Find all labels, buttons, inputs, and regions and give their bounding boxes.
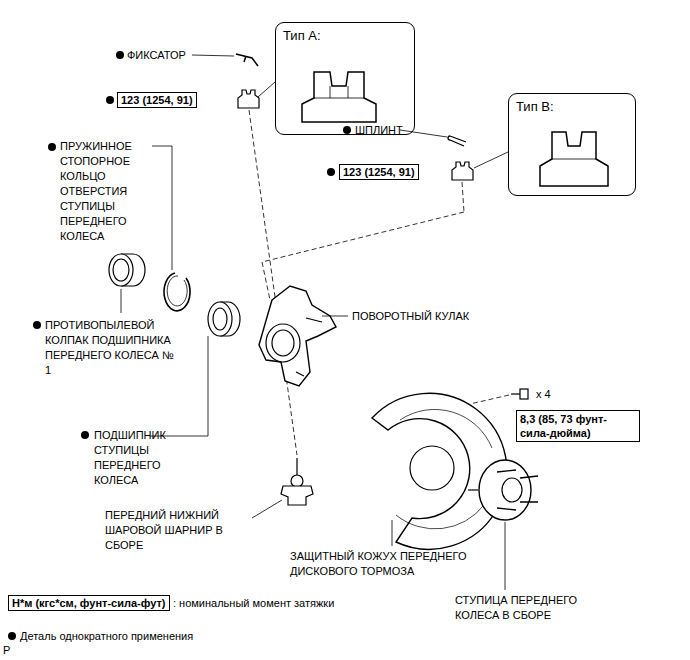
part-label: ЗАЩИТНЫЙ КОЖУХ ПЕРЕДНЕГО ДИСКОВОГО ТОРМО… [290, 549, 505, 579]
lock-clip [236, 54, 258, 66]
label-text: ФИКСАТОР [127, 49, 186, 61]
box-text: 8,3 (85, 73 фунт-сила-дюйма) [520, 412, 636, 440]
torque-box: 8,3 (85, 73 фунт-сила-дюйма) [516, 410, 640, 442]
label-text: ПЕРЕДНИЙ НИЖНИЙ ШАРОВОЙ ШАРНИР В СБОРЕ [105, 509, 223, 551]
part-label: ПРОТИВОПЫЛЕВОЙ КОЛПАК ПОДШИПНИКА ПЕРЕДНЕ… [45, 318, 180, 378]
part-label: : номинальный момент затяжки [173, 596, 334, 611]
label-text: ПОДШИПНИК СТУПИЦЫ ПЕРЕДНЕГО КОЛЕСА [94, 429, 166, 486]
castle-nut-profile-b [540, 132, 608, 186]
label-text: СТУПИЦА ПЕРЕДНЕГО КОЛЕСА В СБОРЕ [455, 594, 577, 621]
legend-entry: Деталь однократного применения [20, 629, 193, 644]
torque-box: 123 (1254, 91) [339, 164, 419, 180]
part-label: ПОДШИПНИК СТУПИЦЫ ПЕРЕДНЕГО КОЛЕСА [94, 428, 179, 488]
part-label: ШПЛИНТ [355, 123, 403, 138]
castle-nut-b [452, 162, 473, 180]
part-label: ФИКСАТОР [127, 48, 186, 63]
box-text: Н*м (кгс*см, фунт-сила-фут) [12, 596, 166, 610]
box-text: Тип В: [509, 94, 635, 119]
steering-knuckle [259, 286, 336, 386]
label-text: P [3, 644, 10, 656]
bolt [511, 389, 528, 399]
legend-text: Деталь однократного применения [20, 630, 193, 642]
label-text: ПРОТИВОПЫЛЕВОЙ КОЛПАК ПОДШИПНИКА ПЕРЕДНЕ… [45, 319, 174, 376]
part-label: P [3, 643, 10, 658]
hub-bearing [208, 302, 240, 336]
label-text: : номинальный момент затяжки [173, 597, 334, 609]
torque-box: 123 (1254, 91) [117, 92, 197, 108]
snap-ring [164, 273, 190, 311]
part-label: ПЕРЕДНИЙ НИЖНИЙ ШАРОВОЙ ШАРНИР В СБОРЕ [105, 508, 245, 553]
cotter-pin [448, 136, 466, 146]
label-text: x 4 [536, 388, 551, 400]
part-label: СТУПИЦА ПЕРЕДНЕГО КОЛЕСА В СБОРЕ [455, 593, 605, 623]
label-text: ПОВОРОТНЫЙ КУЛАК [352, 310, 469, 322]
castle-nut-a [238, 90, 259, 108]
type-box: Тип А: [275, 22, 415, 135]
castle-nut-profile-a [302, 72, 376, 122]
part-label: x 4 [536, 387, 551, 402]
part-label: ПОВОРОТНЫЙ КУЛАК [352, 309, 469, 324]
ball-joint [281, 458, 313, 505]
dust-cap [109, 254, 145, 286]
label-text: ЗАЩИТНЫЙ КОЖУХ ПЕРЕДНЕГО ДИСКОВОГО ТОРМО… [290, 550, 466, 577]
box-text: Тип А: [276, 23, 414, 48]
label-text: ШПЛИНТ [355, 124, 403, 136]
box-text: 123 (1254, 91) [121, 93, 193, 107]
type-box: Тип В: [508, 93, 636, 196]
label-text: ПРУЖИННОЕ СТОПОРНОЕ КОЛЬЦО ОТВЕРСТИЯ СТУ… [60, 140, 132, 242]
box-text: 123 (1254, 91) [343, 165, 415, 179]
wheel-hub [468, 460, 538, 520]
part-label: ПРУЖИННОЕ СТОПОРНОЕ КОЛЬЦО ОТВЕРСТИЯ СТУ… [60, 139, 152, 244]
torque-box: Н*м (кгс*см, фунт-сила-фут) [8, 595, 170, 611]
